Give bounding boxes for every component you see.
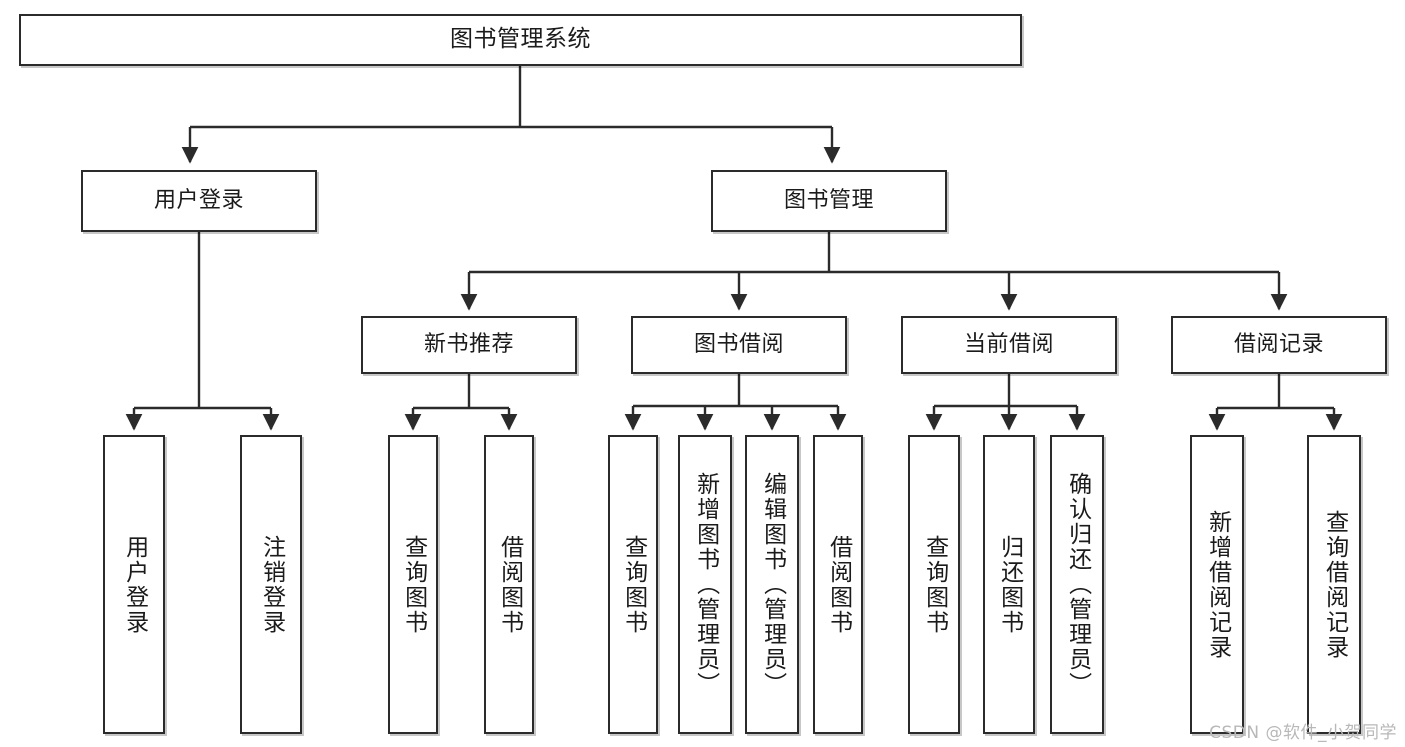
node-current-borrow[interactable]: 当前借阅 <box>901 316 1117 374</box>
node-leaf-add-book-admin[interactable]: 新增图书（管理员） <box>678 435 732 734</box>
node-new-book-recommend[interactable]: 新书推荐 <box>361 316 577 374</box>
node-label: 借阅记录 <box>1233 331 1324 357</box>
node-leaf-add-borrow-record[interactable]: 新增借阅记录 <box>1190 435 1244 734</box>
node-label: 用户登录 <box>153 187 244 213</box>
node-label: 查询借阅记录 <box>1321 509 1348 660</box>
node-borrow-record[interactable]: 借阅记录 <box>1171 316 1387 374</box>
node-label: 注销登录 <box>258 534 285 635</box>
node-label: 新书推荐 <box>423 331 514 357</box>
node-leaf-query-borrow-record[interactable]: 查询借阅记录 <box>1307 435 1361 734</box>
node-label: 借阅图书 <box>825 534 852 635</box>
node-label: 编辑图书（管理员） <box>759 472 786 697</box>
node-label: 确认归还（管理员） <box>1064 472 1091 697</box>
node-label: 归还图书 <box>996 534 1023 635</box>
node-root-system[interactable]: 图书管理系统 <box>19 14 1022 66</box>
node-user-login[interactable]: 用户登录 <box>81 170 317 232</box>
node-label: 用户登录 <box>121 534 148 635</box>
node-label: 查询图书 <box>400 534 427 635</box>
node-label: 图书管理 <box>783 187 874 213</box>
node-leaf-return-book[interactable]: 归还图书 <box>983 435 1035 734</box>
node-leaf-borrow-book[interactable]: 借阅图书 <box>813 435 863 734</box>
node-label: 图书管理系统 <box>450 26 591 53</box>
node-leaf-query-book-recommend[interactable]: 查询图书 <box>388 435 438 734</box>
node-leaf-user-logout[interactable]: 注销登录 <box>240 435 302 734</box>
node-book-management[interactable]: 图书管理 <box>711 170 947 232</box>
node-leaf-user-login[interactable]: 用户登录 <box>103 435 165 734</box>
csdn-watermark: CSDN @软件_小贺同学 <box>1209 723 1397 743</box>
node-label: 当前借阅 <box>963 331 1054 357</box>
node-leaf-borrow-book-recommend[interactable]: 借阅图书 <box>484 435 534 734</box>
node-label: 借阅图书 <box>496 534 523 635</box>
node-book-borrow[interactable]: 图书借阅 <box>631 316 847 374</box>
node-label: 查询图书 <box>620 534 647 635</box>
node-leaf-edit-book-admin[interactable]: 编辑图书（管理员） <box>745 435 799 734</box>
node-leaf-query-book-borrow[interactable]: 查询图书 <box>608 435 658 734</box>
node-label: 新增借阅记录 <box>1204 509 1231 660</box>
node-label: 新增图书（管理员） <box>692 472 719 697</box>
node-leaf-confirm-return-admin[interactable]: 确认归还（管理员） <box>1050 435 1104 734</box>
node-label: 查询图书 <box>921 534 948 635</box>
node-leaf-query-book-current[interactable]: 查询图书 <box>908 435 960 734</box>
node-label: 图书借阅 <box>693 331 784 357</box>
